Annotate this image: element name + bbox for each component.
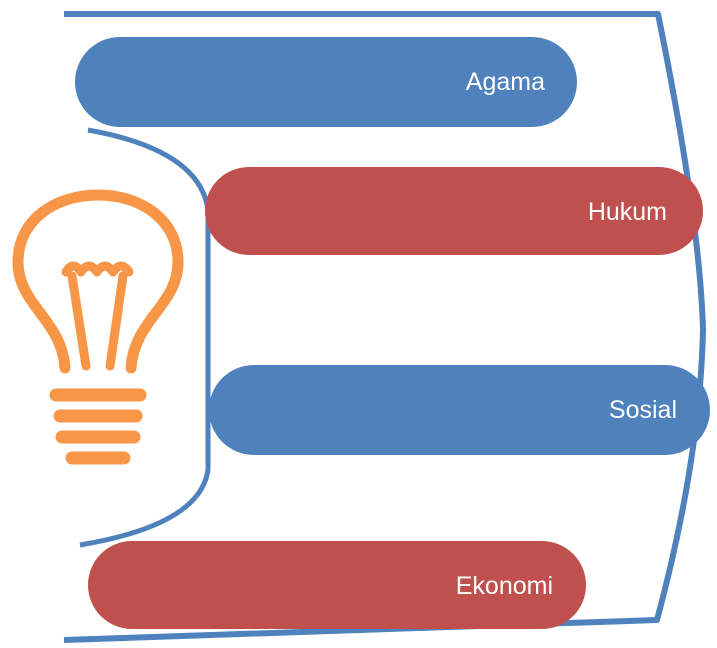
- pill-hukum-shape: [205, 167, 703, 255]
- pill-agama-shape: [75, 37, 577, 127]
- pill-sosial-shape: [209, 365, 710, 455]
- pill-agama: Agama: [75, 37, 577, 127]
- pill-ekonomi-label: Ekonomi: [456, 572, 553, 600]
- lightbulb-icon: [12, 189, 184, 465]
- pill-hukum: Hukum: [205, 167, 703, 255]
- pill-ekonomi-shape: [88, 541, 586, 629]
- pill-sosial: Sosial: [209, 365, 710, 455]
- pill-agama-label: Agama: [466, 68, 545, 96]
- pill-ekonomi: Ekonomi: [88, 541, 586, 629]
- inner-arc: [79, 127, 211, 548]
- pill-hukum-label: Hukum: [588, 198, 667, 226]
- outer-frame: [63, 11, 706, 643]
- pill-sosial-label: Sosial: [609, 396, 677, 424]
